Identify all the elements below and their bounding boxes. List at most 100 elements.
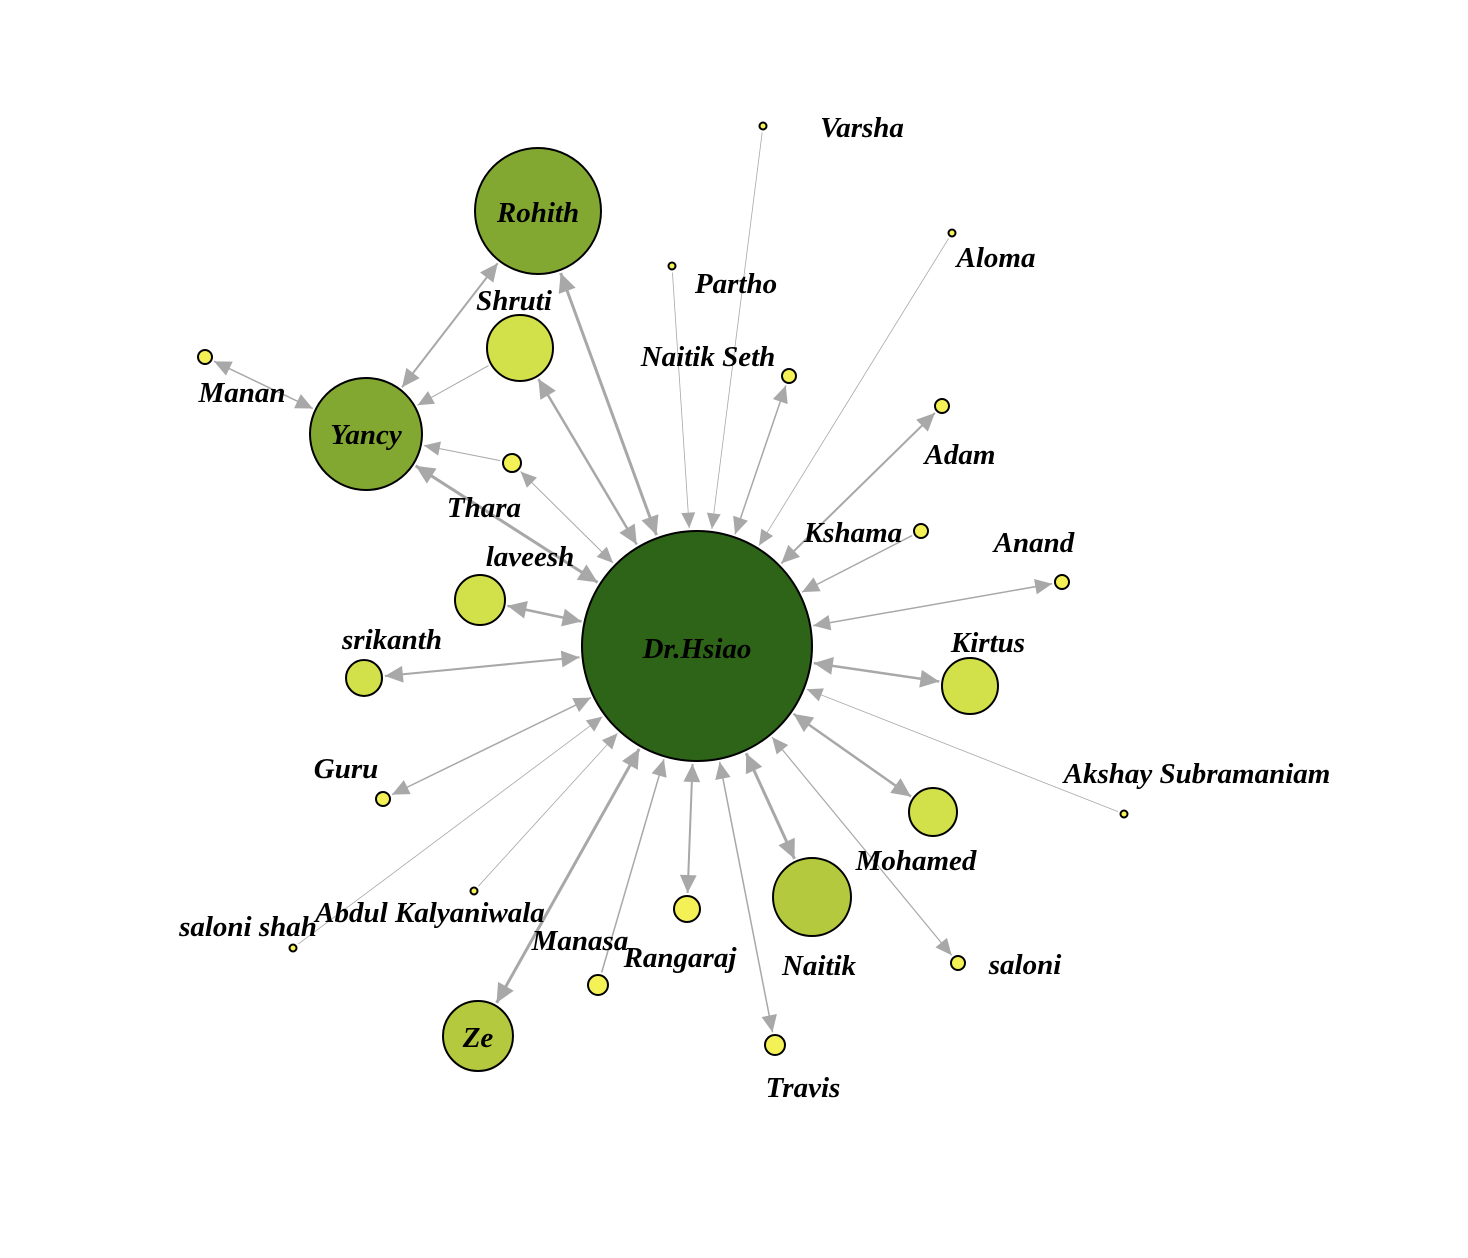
node-label-manasa: Manasa — [531, 925, 629, 957]
node-rohith[interactable] — [474, 147, 602, 275]
edge-rohith-hsiao — [559, 272, 658, 536]
node-ze[interactable] — [442, 1000, 514, 1072]
arrowhead-shruti-to-yancy — [417, 391, 435, 406]
edge-mohamed-hsiao — [792, 712, 912, 798]
node-yancy[interactable] — [309, 377, 423, 491]
node-manasa[interactable] — [587, 974, 609, 996]
arrowhead-hsiao-to-rangaraj — [679, 874, 697, 894]
node-label-laveesh: laveesh — [486, 541, 575, 573]
arrowhead-kirtus-to-hsiao — [813, 656, 834, 675]
arrowhead-hsiao-to-thara — [520, 471, 537, 488]
arrowhead-yancy-to-manan — [214, 361, 233, 376]
edge-partho-hsiao — [672, 272, 690, 529]
node-layer — [197, 121, 1129, 1072]
arrowhead-hsiao-to-naitik_seth — [772, 385, 788, 405]
edge-travis-hsiao — [718, 761, 774, 1033]
arrowhead-hsiao-to-travis — [761, 1014, 777, 1033]
node-kirtus[interactable] — [941, 657, 999, 715]
node-label-shruti: Shruti — [476, 285, 552, 317]
arrowhead-thara-to-yancy — [423, 441, 441, 456]
arrowhead-varsha-to-hsiao — [706, 512, 721, 529]
edge-kirtus-hsiao — [813, 661, 940, 683]
node-label-travis: Travis — [766, 1072, 841, 1104]
node-varsha[interactable] — [758, 121, 768, 131]
arrowhead-hsiao-to-guru — [391, 780, 411, 795]
node-label-kshama: Kshama — [803, 517, 902, 549]
node-adam[interactable] — [934, 398, 950, 414]
arrowhead-hsiao-to-adam — [916, 412, 935, 432]
arrowhead-anand-to-hsiao — [813, 615, 832, 631]
node-label-akshay: Akshay Subramaniam — [1062, 758, 1331, 790]
node-saloni-shah[interactable] — [288, 943, 298, 953]
node-thara[interactable] — [502, 453, 522, 473]
edge-manasa-hsiao — [600, 759, 665, 973]
arrowhead-saloni-to-hsiao — [772, 737, 789, 755]
arrowhead-srikanth-to-hsiao — [560, 650, 580, 668]
edge-aloma-hsiao — [758, 238, 949, 546]
arrowhead-mohamed-to-hsiao — [793, 713, 815, 733]
arrowhead-kshama-to-hsiao — [801, 577, 821, 593]
node-label-yancy: Yancy — [330, 419, 402, 451]
node-srikanth[interactable] — [345, 659, 383, 697]
edge-rohith-yancy — [401, 262, 499, 388]
edge-akshay-hsiao — [806, 688, 1119, 812]
node-label-srikanth: srikanth — [341, 624, 442, 656]
edge-thara-hsiao — [520, 471, 614, 564]
arrowhead-hsiao-to-kirtus — [919, 669, 940, 688]
node-guru[interactable] — [375, 791, 391, 807]
node-laveesh[interactable] — [454, 574, 506, 626]
node-label-naitik: Naitik — [781, 950, 857, 982]
node-mohamed[interactable] — [908, 787, 958, 837]
arrowhead-hsiao-to-naitik — [778, 837, 795, 859]
arrowhead-hsiao-to-laveesh — [507, 600, 528, 619]
node-label-rangaraj: Rangaraj — [623, 942, 738, 974]
edge-kshama-hsiao — [801, 534, 913, 593]
edge-yancy-hsiao — [414, 464, 599, 584]
node-shruti[interactable] — [486, 314, 554, 382]
arrowhead-ze-to-hsiao — [622, 748, 640, 770]
node-kshama[interactable] — [913, 523, 929, 539]
node-travis[interactable] — [764, 1034, 786, 1056]
edge-naitik-hsiao — [744, 752, 796, 860]
arrowhead-adam-to-hsiao — [781, 544, 801, 564]
node-label-saloni-shah: saloni shah — [178, 911, 317, 943]
arrowhead-aloma-to-hsiao — [758, 528, 774, 546]
node-akshay[interactable] — [1119, 809, 1129, 819]
arrowhead-hsiao-to-saloni — [935, 937, 952, 956]
arrowhead-hsiao-to-yancy — [415, 465, 437, 484]
edge-srikanth-hsiao — [384, 656, 580, 677]
arrowhead-hsiao-to-ze — [496, 981, 514, 1003]
node-partho[interactable] — [667, 261, 677, 271]
arrowhead-hsiao-to-rohith — [558, 272, 576, 294]
arrowhead-hsiao-to-mohamed — [890, 778, 911, 797]
node-naitik[interactable] — [772, 857, 852, 937]
arrowhead-saloni_shah-to-hsiao — [585, 716, 603, 732]
node-label-kirtus: Kirtus — [950, 627, 1025, 659]
arrowhead-partho-to-hsiao — [681, 512, 696, 529]
edge-guru-hsiao — [391, 697, 592, 796]
node-label-partho: Partho — [694, 268, 777, 300]
arrowhead-manasa-to-hsiao — [651, 759, 667, 778]
edge-manan-yancy — [213, 360, 314, 410]
node-rangaraj[interactable] — [673, 895, 701, 923]
edge-ze-hsiao — [495, 748, 641, 1004]
node-label-naitik-seth: Naitik Seth — [640, 341, 776, 373]
edge-abdul-hsiao — [478, 732, 618, 887]
arrowhead-yancy-to-hsiao — [576, 564, 598, 583]
arrowhead-rohith-to-yancy — [402, 367, 420, 388]
node-label-aloma: Aloma — [955, 242, 1036, 274]
node-hsiao[interactable] — [581, 530, 813, 762]
node-saloni[interactable] — [950, 955, 966, 971]
node-abdul[interactable] — [469, 886, 479, 896]
node-aloma[interactable] — [947, 228, 957, 238]
arrowhead-naitik-to-hsiao — [745, 753, 763, 775]
node-anand[interactable] — [1054, 574, 1070, 590]
arrowhead-naitik_seth-to-hsiao — [733, 515, 748, 535]
arrowhead-hsiao-to-srikanth — [384, 665, 404, 683]
arrowhead-shruti-to-hsiao — [619, 523, 637, 545]
node-manan[interactable] — [197, 349, 213, 365]
node-label-ze: Ze — [462, 1022, 494, 1054]
node-naitik-seth[interactable] — [781, 368, 797, 384]
arrowhead-akshay-to-hsiao — [806, 688, 824, 702]
